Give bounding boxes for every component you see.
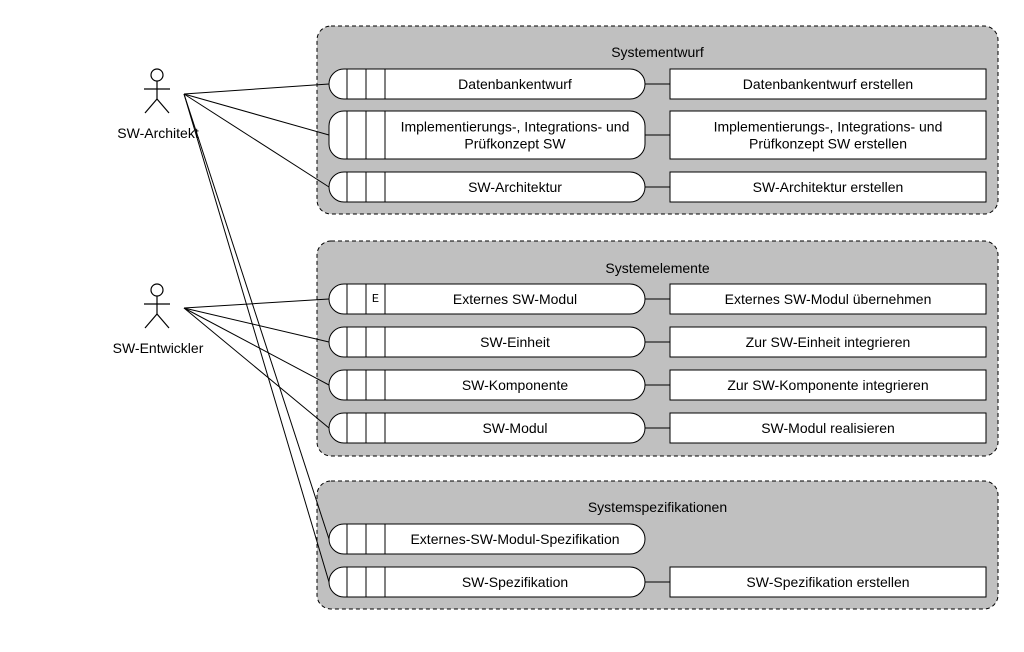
- activity-sw-spezifikation-erstellen: SW-Spezifikation erstellen: [669, 566, 987, 598]
- activity-box: [669, 369, 987, 401]
- connector-actor-architekt: [183, 93, 330, 188]
- activity-label: Prüfkonzept SW erstellen: [749, 136, 907, 152]
- connector-actor-architekt: [183, 93, 330, 583]
- product-sw-spezifikation: SW-Spezifikation: [328, 566, 646, 598]
- product-label: Datenbankentwurf: [458, 76, 572, 92]
- product-shape: [328, 283, 646, 315]
- product-shape: [328, 566, 646, 598]
- activity-implementierungs-integrations-und-pruefkonzept-sw-erstellen: Implementierungs-, Integrations- undPrüf…: [669, 110, 987, 160]
- product-label: SW-Komponente: [462, 377, 569, 393]
- activity-externes-sw-modul-uebernehmen: Externes SW-Modul übernehmen: [669, 283, 987, 315]
- product-label: SW-Einheit: [480, 334, 550, 350]
- product-shape: [328, 326, 646, 358]
- product-shape: [328, 171, 646, 203]
- activity-zur-sw-komponente-integrieren: Zur SW-Komponente integrieren: [669, 369, 987, 401]
- activity-label: Zur SW-Komponente integrieren: [727, 377, 928, 393]
- connector-actor-entwickler: [183, 307, 330, 343]
- product-label: SW-Spezifikation: [462, 574, 568, 590]
- product-label: Prüfkonzept SW: [464, 136, 566, 152]
- product-label: Externes-SW-Modul-Spezifikation: [410, 531, 619, 547]
- activity-box: [669, 283, 987, 315]
- product-sw-komponente: SW-Komponente: [328, 369, 646, 401]
- connector-actor-entwickler: [183, 298, 330, 309]
- connector-actor-architekt: [183, 93, 330, 136]
- activity-label: Datenbankentwurf erstellen: [743, 76, 913, 92]
- product-externes-sw-modul: E Externes SW-Modul: [328, 283, 646, 315]
- activity-label: SW-Modul realisieren: [761, 420, 895, 436]
- activity-box: [669, 68, 987, 100]
- product-label: SW-Architektur: [468, 179, 562, 195]
- product-label: Externes SW-Modul: [453, 291, 577, 307]
- connector-actor-architekt: [183, 83, 330, 95]
- activity-label: SW-Spezifikation erstellen: [746, 574, 909, 590]
- actor-label: SW-Architekt: [117, 125, 199, 141]
- connector-actor-entwickler: [183, 307, 330, 386]
- activity-datenbankentwurf-erstellen: Datenbankentwurf erstellen: [669, 68, 987, 100]
- actor-leg-left: [144, 313, 158, 329]
- product-flag: E: [372, 292, 379, 306]
- product-datenbankentwurf: Datenbankentwurf: [328, 68, 646, 100]
- product-shape: [328, 68, 646, 100]
- connector-actor-entwickler: [183, 307, 330, 429]
- activity-box: [669, 326, 987, 358]
- activity-box: [669, 412, 987, 444]
- actor-label: SW-Entwickler: [113, 340, 204, 356]
- activity-box: [669, 566, 987, 598]
- activity-label: Externes SW-Modul übernehmen: [725, 291, 932, 307]
- product-shape: [328, 369, 646, 401]
- product-externes-sw-modul-spezifikation: Externes-SW-Modul-Spezifikation: [328, 523, 646, 555]
- connector-actor-architekt: [183, 93, 330, 540]
- group-title: Systemspezifikationen: [588, 499, 727, 515]
- nodes-layer: Datenbankentwurf Datenbankentwurf erstell…: [328, 68, 987, 598]
- connector-lines: [183, 83, 670, 583]
- activity-label: Implementierungs-, Integrations- und: [714, 119, 943, 135]
- actor-head: [150, 283, 164, 297]
- product-shape: [328, 523, 646, 555]
- product-label: Implementierungs-, Integrations- und: [401, 119, 630, 135]
- product-sw-einheit: SW-Einheit: [328, 326, 646, 358]
- activity-label: SW-Architektur erstellen: [753, 179, 904, 195]
- activity-sw-architektur-erstellen: SW-Architektur erstellen: [669, 171, 987, 203]
- group-title: Systementwurf: [611, 44, 704, 60]
- actor-architekt: SW-Architekt: [117, 68, 199, 141]
- product-implementierungs-integrations-und-pruefkonzept-sw: Implementierungs-, Integrations- undPrüf…: [328, 110, 646, 160]
- activity-zur-sw-einheit-integrieren: Zur SW-Einheit integrieren: [669, 326, 987, 358]
- actor-head: [150, 68, 164, 82]
- actor-leg-left: [144, 98, 158, 114]
- activity-box: [669, 110, 987, 160]
- product-shape: [328, 412, 646, 444]
- activity-sw-modul-realisieren: SW-Modul realisieren: [669, 412, 987, 444]
- actor-leg-right: [156, 98, 170, 114]
- product-sw-architektur: SW-Architektur: [328, 171, 646, 203]
- activity-box: [669, 171, 987, 203]
- group-title: Systemelemente: [605, 260, 709, 276]
- actor-leg-right: [156, 313, 170, 329]
- actor-entwickler: SW-Entwickler: [113, 283, 204, 356]
- product-sw-modul: SW-Modul: [328, 412, 646, 444]
- product-label: SW-Modul: [482, 420, 547, 436]
- product-shape: [328, 110, 646, 160]
- activity-label: Zur SW-Einheit integrieren: [746, 334, 911, 350]
